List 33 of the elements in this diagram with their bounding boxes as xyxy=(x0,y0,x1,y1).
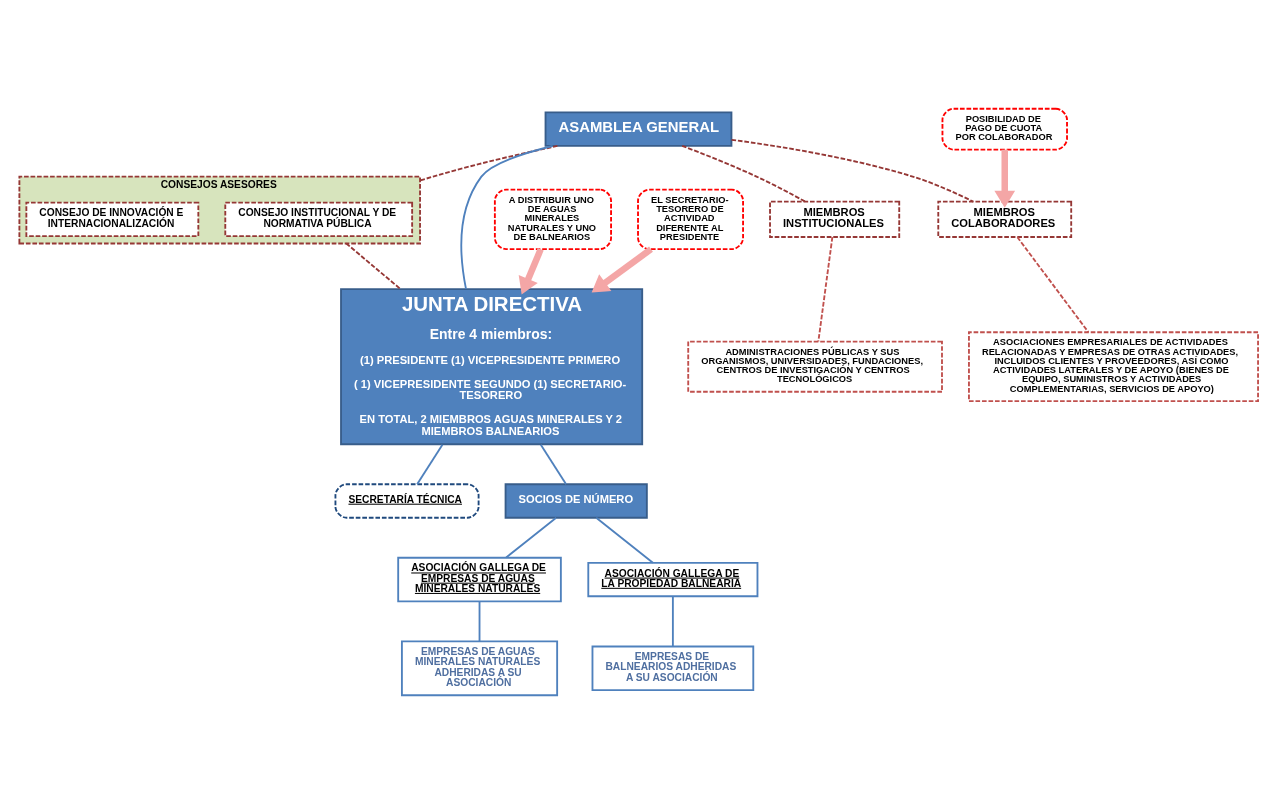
arrow xyxy=(591,246,653,293)
node-box: POSIBILIDAD DE PAGO DE CUOTA POR COLABORADOR xyxy=(941,107,1068,151)
connector xyxy=(539,443,567,485)
connector xyxy=(478,600,481,642)
node-box: MIEMBROS COLABORADORES xyxy=(937,200,1073,238)
node-box: JUNTA DIRECTIVA Entre 4 miembros: (1) PRESIDENTE (1) VICEPRESIDENTE PRIMERO ( 1) VICEPRESIDENTE SEGUNDO (1) SECRETARIO-TESORERO EN TOTAL, 2 MIEMBROS AGUAS MINERALES Y 2 MIEMBROS BALNEARIOS xyxy=(340,287,644,445)
node-box: EL SECRETARIO-TESORERO DE ACTIVIDAD DIFERENTE AL PRESIDENTE xyxy=(637,188,744,250)
node-box: EMPRESAS DE BALNEARIOS ADHERIDAS A SU ASOCIACIÓN xyxy=(591,645,755,691)
node-box: EMPRESAS DE AGUAS MINERALES NATURALES ADHERIDAS A SU ASOCIACIÓN xyxy=(401,639,559,696)
node-box: SOCIOS DE NÚMERO xyxy=(504,482,648,519)
connector xyxy=(505,516,558,558)
connector xyxy=(671,595,674,647)
node-box: CONSEJO DE INNOVACIÓN E INTERNACIONALIZACIÓN xyxy=(25,201,200,237)
arrow xyxy=(518,247,544,295)
connector xyxy=(1016,235,1090,333)
arrow xyxy=(994,149,1016,208)
connector xyxy=(681,144,806,202)
node-box: ASOCIACIÓN GALLEGA DE EMPRESAS DE AGUAS MINERALES NATURALES xyxy=(397,556,562,602)
connector xyxy=(345,242,402,290)
node-box: CONSEJO INSTITUCIONAL Y DE NORMATIVA PÚBLICA xyxy=(224,201,414,237)
connector xyxy=(817,235,834,342)
connector xyxy=(416,443,444,485)
connector xyxy=(730,138,975,202)
connector xyxy=(460,144,554,290)
node-box: ADMINISTRACIONES PÚBLICAS Y SUS ORGANISMOS, UNIVERSIDADES, FUNDACIONES, CENTROS DE INVESTIGACIÓN Y CENTROS TECNOLÓGICOS xyxy=(687,340,943,393)
node-box: MIEMBROS INSTITUCIONALES xyxy=(769,200,901,238)
node-box: ASOCIACIONES EMPRESARIALES DE ACTIVIDADES RELACIONADAS Y EMPRESAS DE OTRAS ACTIVIDADES, INCLUIDOS CLIENTES Y PROVEEDORES, ASÍ COMO ACTIVIDADES LATERALES Y DE APOYO (BIENES DE EQUIPO, SUMINISTROS Y ACTIVIDADES COMPLEMENTARIAS, SERVICIOS DE APOYO) xyxy=(968,330,1259,402)
node-box: SECRETARÍA TÉCNICA xyxy=(334,482,480,519)
connector xyxy=(595,516,654,564)
connector xyxy=(419,144,559,181)
node-box: A DISTRIBUIR UNO DE AGUAS MINERALES NATURALES Y UNO DE BALNEARIOS xyxy=(493,188,612,250)
node-box: ASOCIACIÓN GALLEGA DE LA PROPIEDAD BALNEARIA xyxy=(587,561,759,597)
node-box: ASAMBLEA GENERAL xyxy=(544,111,733,147)
